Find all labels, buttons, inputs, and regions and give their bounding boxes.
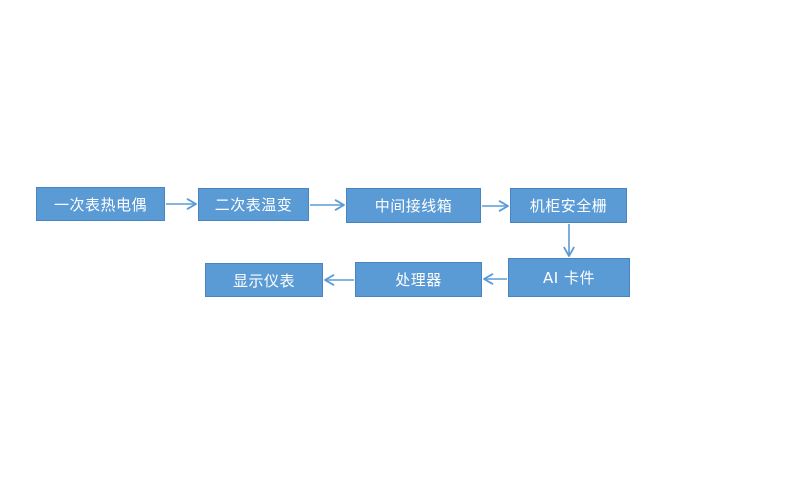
flowchart-node-secondary-transmitter: 二次表温变 xyxy=(198,188,309,221)
flowchart-node-primary-thermocouple: 一次表热电偶 xyxy=(36,187,165,221)
flowchart-node-processor: 处理器 xyxy=(355,262,482,297)
flowchart-node-intermediate-junction-box: 中间接线箱 xyxy=(346,188,481,223)
flowchart-node-display-instrument: 显示仪表 xyxy=(205,263,323,297)
flowchart-node-cabinet-safety-barrier: 机柜安全栅 xyxy=(510,188,627,223)
flowchart-node-ai-card: AI 卡件 xyxy=(508,258,630,297)
